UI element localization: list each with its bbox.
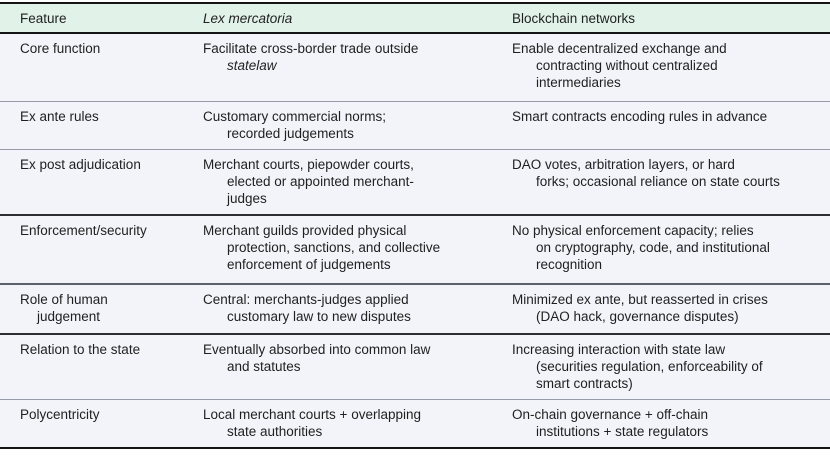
cell-feature: Enforcement/security [0, 215, 203, 285]
cell-blockchain: No physical enforcement capacity; relies… [512, 215, 830, 285]
cell-blockchain: Smart contracts encoding rules in advanc… [512, 101, 830, 150]
table-row-ex-post-adjudication: Ex post adjudication Merchant courts, pi… [0, 149, 830, 216]
cell-lex: Customary commercial norms; recorded jud… [203, 101, 512, 150]
header-feature: Feature [0, 3, 203, 34]
table-row-ex-ante-rules: Ex ante rules Customary commercial norms… [0, 101, 830, 150]
cell-lex: Eventually absorbed into common law and … [203, 334, 512, 400]
cell-lex-italic-text: statelaw [227, 58, 277, 73]
cell-lex-text: Facilitate cross-border trade outside [203, 41, 419, 56]
cell-blockchain: On-chain governance + off-chain institut… [512, 399, 830, 448]
cell-feature: Polycentricity [0, 399, 203, 448]
cell-feature: Ex post adjudication [0, 149, 203, 216]
table-row-relation-to-the-state: Relation to the state Eventually absorbe… [0, 334, 830, 400]
table-row-core-function: Core function Facilitate cross-border tr… [0, 33, 830, 102]
cell-lex: Merchant guilds provided physical protec… [203, 215, 512, 285]
header-lex-mercatoria: Lex mercatoria [203, 3, 512, 34]
cell-lex: Merchant courts, piepowder courts, elect… [203, 149, 512, 216]
cell-feature: Core function [0, 33, 203, 102]
table-row-role-of-human-judgement: Role of human judgement Central: merchan… [0, 284, 830, 335]
cell-feature: Relation to the state [0, 334, 203, 400]
cell-blockchain: Increasing interaction with state law (s… [512, 334, 830, 400]
cell-feature: Ex ante rules [0, 101, 203, 150]
cell-lex: Facilitate cross-border trade outside st… [203, 33, 512, 102]
header-blockchain-networks: Blockchain networks [512, 3, 830, 34]
cell-blockchain: Minimized ex ante, but reasserted in cri… [512, 284, 830, 335]
table-header-row: Feature Lex mercatoria Blockchain networ… [0, 3, 830, 34]
cell-lex: Central: merchants-judges applied custom… [203, 284, 512, 335]
cell-feature: Role of human judgement [0, 284, 203, 335]
cell-lex: Local merchant courts + overlapping stat… [203, 399, 512, 448]
table-row-enforcement-security: Enforcement/security Merchant guilds pro… [0, 215, 830, 285]
cell-blockchain: Enable decentralized exchange and contra… [512, 33, 830, 102]
table-row-polycentricity: Polycentricity Local merchant courts + o… [0, 399, 830, 448]
comparison-table: Feature Lex mercatoria Blockchain networ… [0, 2, 830, 449]
cell-blockchain: DAO votes, arbitration layers, or hard f… [512, 149, 830, 216]
